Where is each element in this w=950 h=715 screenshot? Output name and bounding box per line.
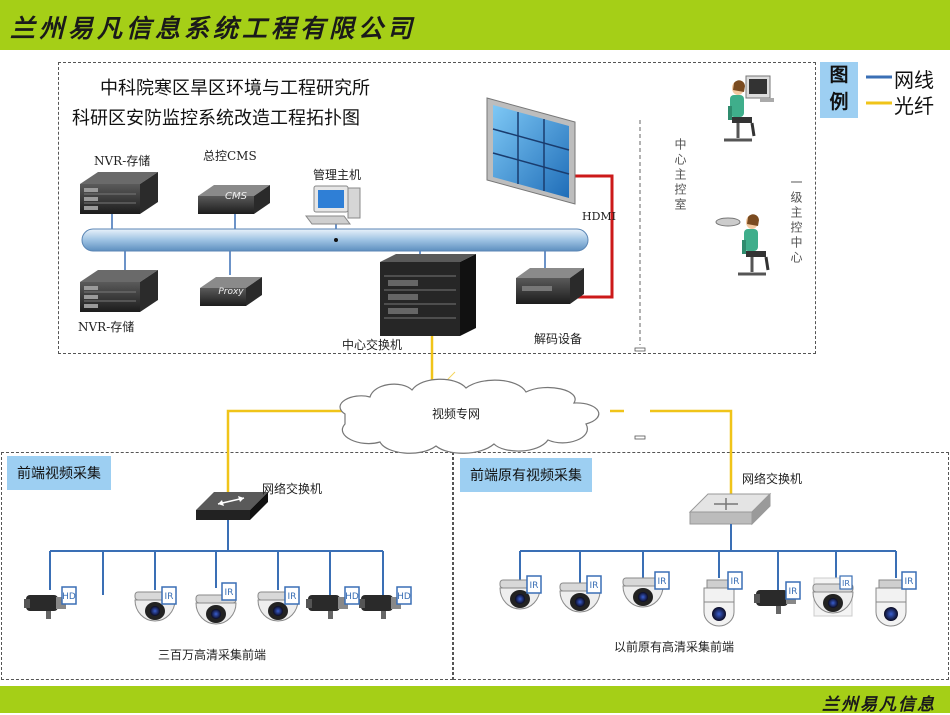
cms-server: CMS (198, 185, 270, 214)
svg-text:IR: IR (842, 579, 850, 588)
svg-text:HD: HD (397, 592, 411, 602)
left-region-caption: 三百万高清采集前端 (158, 648, 267, 662)
label-cms: 总控CMS (203, 149, 257, 163)
operator-center-room (722, 75, 774, 142)
legend-network-label: 网线 (894, 68, 934, 92)
badge-right-4: IR (727, 571, 743, 590)
svg-text:IR: IR (288, 592, 297, 602)
badge-right-7: IR (901, 571, 917, 590)
svg-text:IR: IR (165, 592, 174, 602)
svg-text:IR: IR (530, 581, 539, 591)
hdmi-cable (567, 174, 614, 299)
legend-title: 图例 (820, 62, 858, 118)
decoder-device (516, 268, 584, 304)
svg-text:IR: IR (225, 588, 234, 598)
badge-left-2: IR (161, 586, 177, 605)
operator-primary-center (715, 212, 770, 276)
label-core-switch: 中心交换机 (342, 338, 403, 352)
fiber-cloud-to-right-switch (650, 409, 733, 497)
badge-right-2: IR (586, 575, 602, 594)
svg-text:Proxy: Proxy (218, 287, 244, 297)
right-region-frame (453, 452, 949, 680)
badge-left-1: HD (61, 586, 77, 605)
video-wall (486, 97, 576, 205)
svg-text:IR: IR (905, 577, 914, 587)
label-left-switch: 网络交换机 (262, 482, 323, 496)
badge-right-1: IR (526, 575, 542, 594)
badge-right-5: IR (785, 581, 801, 600)
right-access-switch (688, 492, 772, 526)
badge-right-6: IR (839, 575, 853, 590)
svg-text:IR: IR (658, 577, 667, 587)
management-host (305, 185, 361, 225)
svg-text:CMS: CMS (225, 191, 248, 202)
right-region-label: 前端原有视频采集 (460, 458, 592, 492)
proxy-server: Proxy (200, 277, 262, 306)
label-center-room: 中心主控室 (673, 138, 687, 213)
diagram-title-line2: 科研区安防监控系统改造工程拓扑图 (72, 108, 360, 129)
left-camera-5 (306, 595, 348, 619)
fiber-cloud-to-left-switch (226, 409, 360, 497)
svg-text:HD: HD (62, 592, 76, 602)
company-short-name: 兰州易凡信息 (822, 695, 936, 715)
badge-left-5: HD (344, 586, 360, 605)
badge-left-3: IR (221, 582, 237, 601)
top-banner: 兰州易凡信息系统工程有限公司 (0, 0, 950, 50)
label-primary-center: 一级主控中心 (789, 176, 803, 266)
label-video-network: 视频专网 (432, 407, 481, 421)
badge-left-4: IR (284, 586, 300, 605)
left-camera-6 (359, 595, 401, 619)
left-region-label: 前端视频采集 (7, 456, 111, 490)
label-right-switch: 网络交换机 (742, 472, 803, 486)
core-switch-device (380, 254, 476, 336)
right-region-caption: 以前原有高清采集前端 (614, 640, 735, 654)
video-network-cloud (339, 378, 600, 454)
badge-left-6: HD (396, 586, 412, 605)
left-camera-1 (24, 595, 66, 619)
bottom-banner: 兰州易凡信息 (0, 686, 950, 715)
diagram-title-line1: 中科院寒区旱区环境与工程研究所 (100, 78, 370, 99)
control-center-frame (58, 62, 816, 354)
left-access-switch (196, 492, 268, 520)
svg-text:IR: IR (590, 581, 599, 591)
nvr-bottom-device (79, 269, 159, 313)
badge-right-3: IR (654, 571, 670, 590)
label-mgmt-host: 管理主机 (313, 168, 362, 182)
label-nvr-top: NVR-存储 (94, 154, 151, 168)
company-name: 兰州易凡信息系统工程有限公司 (10, 14, 417, 43)
svg-text:IR: IR (789, 587, 798, 597)
label-decoder: 解码设备 (534, 332, 583, 346)
svg-text:IR: IR (731, 577, 740, 587)
label-nvr-bottom: NVR-存储 (78, 320, 135, 334)
legend-fiber-label: 光纤 (894, 94, 934, 118)
svg-text:HD: HD (345, 592, 359, 602)
label-hdmi: HDMI (582, 210, 617, 223)
nvr-top-device (79, 171, 159, 215)
